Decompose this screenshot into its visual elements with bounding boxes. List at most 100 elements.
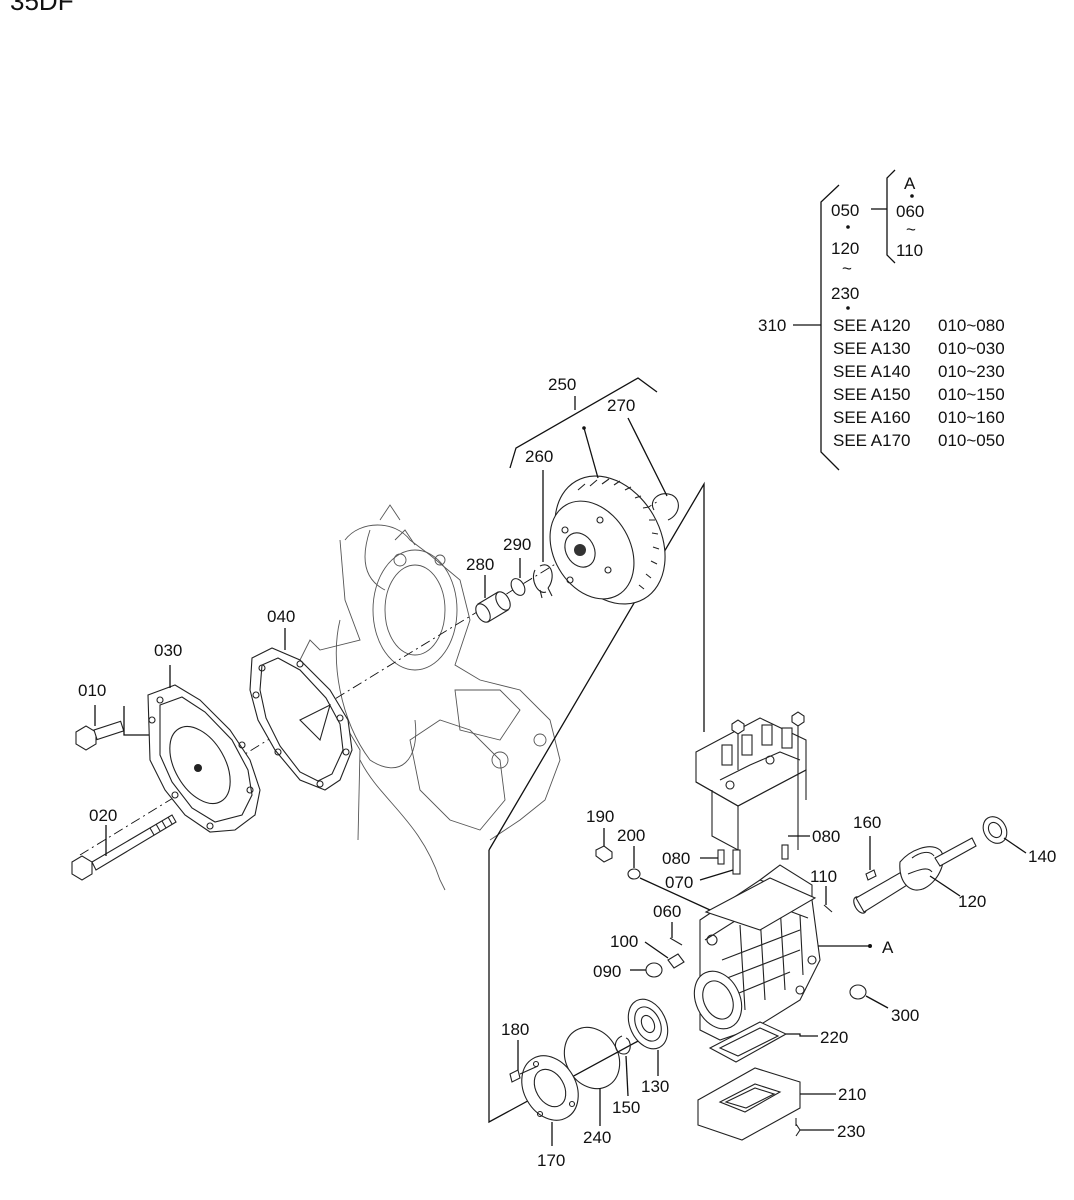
- snap-ring-260: [532, 564, 553, 593]
- legend-110: 110: [896, 241, 923, 260]
- studs-upper: [731, 711, 805, 850]
- see-ref-2: SEE A130: [833, 339, 911, 358]
- see-range-6: 010~050: [938, 431, 1005, 450]
- legend-a: A: [904, 174, 916, 193]
- model-code: 35DF: [10, 0, 74, 16]
- callout-090: 090: [593, 962, 621, 981]
- callout-250: 250: [548, 375, 576, 394]
- callout-010: 010: [78, 681, 106, 700]
- callout-190: 190: [586, 807, 614, 826]
- gasket-040: [249, 647, 353, 791]
- callout-260: 260: [525, 447, 553, 466]
- screw-060: [669, 937, 683, 946]
- pump-housing: [693, 864, 821, 1041]
- callout-110: 110: [810, 867, 837, 886]
- cap-090: [645, 962, 663, 978]
- stud-070: [732, 849, 741, 875]
- snap-ring-260-ends: [539, 587, 553, 599]
- washer-290: [510, 578, 526, 596]
- snap-ring-150: [614, 1035, 631, 1055]
- leader-120: [929, 875, 961, 897]
- screw-110: [823, 904, 833, 913]
- legend-tilde-2: ~: [842, 259, 852, 278]
- callout-270: 270: [607, 396, 635, 415]
- see-range-4: 010~150: [938, 385, 1005, 404]
- legend-dot: [910, 194, 914, 198]
- leader-a-dot: [868, 944, 872, 948]
- see-ref-5: SEE A160: [833, 408, 911, 427]
- key-160: [865, 869, 877, 881]
- camshaft-120: [853, 837, 977, 914]
- housing-top-gasket: [704, 877, 817, 931]
- legend-120: 120: [831, 239, 859, 258]
- bolt-010: [75, 720, 125, 751]
- pin-080-right: [781, 844, 789, 860]
- leader-gear-dot: [583, 427, 599, 479]
- legend-310: 310: [758, 316, 786, 335]
- see-range-1: 010~080: [938, 316, 1005, 335]
- timing-gear-250: [549, 426, 666, 605]
- callout-280: 280: [466, 555, 494, 574]
- see-ref-3: SEE A140: [833, 362, 911, 381]
- washer-200: [627, 868, 641, 880]
- see-range-3: 010~230: [938, 362, 1005, 381]
- callout-210: 210: [838, 1085, 866, 1104]
- callout-070: 070: [665, 873, 693, 892]
- callout-300: 300: [891, 1006, 919, 1025]
- legend-230: 230: [831, 284, 859, 303]
- callout-240: 240: [583, 1128, 611, 1147]
- callout-030: 030: [154, 641, 182, 660]
- callout-100: 100: [610, 932, 638, 951]
- washer-300: [849, 984, 867, 1000]
- seal-130: [627, 998, 669, 1050]
- callout-060: 060: [653, 902, 681, 921]
- cover-plate-030: [147, 684, 261, 833]
- callout-080-left: 080: [662, 849, 690, 868]
- screw-180: [509, 1065, 539, 1083]
- legend-block: A 060 ~ 110 050 120 ~ 230 310 SEE A120 0…: [758, 169, 1005, 471]
- plug-190: [595, 845, 613, 863]
- frame-line: [488, 481, 705, 851]
- legend-060: 060: [896, 202, 924, 221]
- bolt-020: [71, 814, 177, 881]
- legend-bracket-small: [886, 169, 896, 264]
- leader-bracket-010: [123, 706, 151, 736]
- callout-040: 040: [267, 607, 295, 626]
- sleeve-280: [475, 591, 511, 623]
- see-ref-4: SEE A150: [833, 385, 911, 404]
- callout-020: 020: [89, 806, 117, 825]
- leader-140: [1003, 837, 1027, 854]
- callout-150: 150: [612, 1098, 640, 1117]
- legend-tilde-1: ~: [906, 220, 916, 239]
- callout-230: 230: [837, 1122, 865, 1141]
- leader-100: [644, 941, 669, 959]
- see-ref-1: SEE A120: [833, 316, 911, 335]
- screw-230: [795, 1118, 801, 1137]
- engine-housing-outline: [299, 504, 561, 891]
- callout-180: 180: [501, 1020, 529, 1039]
- callout-200: 200: [617, 826, 645, 845]
- callout-220: 220: [820, 1028, 848, 1047]
- leader-220: [786, 1033, 818, 1037]
- bracket-250: [509, 377, 658, 469]
- leader-300: [865, 995, 889, 1009]
- callout-290: 290: [503, 535, 531, 554]
- frame-line-lower: [488, 850, 641, 1124]
- flange-210: [697, 1067, 801, 1141]
- callout-080-right: 080: [812, 827, 840, 846]
- bearing-140: [982, 816, 1008, 844]
- callout-160: 160: [853, 813, 881, 832]
- pin-080-left: [717, 849, 725, 865]
- legend-050: 050: [831, 201, 859, 220]
- leader-150: [625, 1055, 629, 1097]
- see-range-2: 010~030: [938, 339, 1005, 358]
- see-range-5: 010~160: [938, 408, 1005, 427]
- leader-200-axis: [639, 877, 711, 911]
- callout-170: 170: [537, 1151, 565, 1170]
- legend-bracket-large: [820, 184, 840, 471]
- spring-100: [667, 953, 685, 969]
- callout-120: 120: [958, 892, 986, 911]
- legend-dot: [846, 306, 850, 310]
